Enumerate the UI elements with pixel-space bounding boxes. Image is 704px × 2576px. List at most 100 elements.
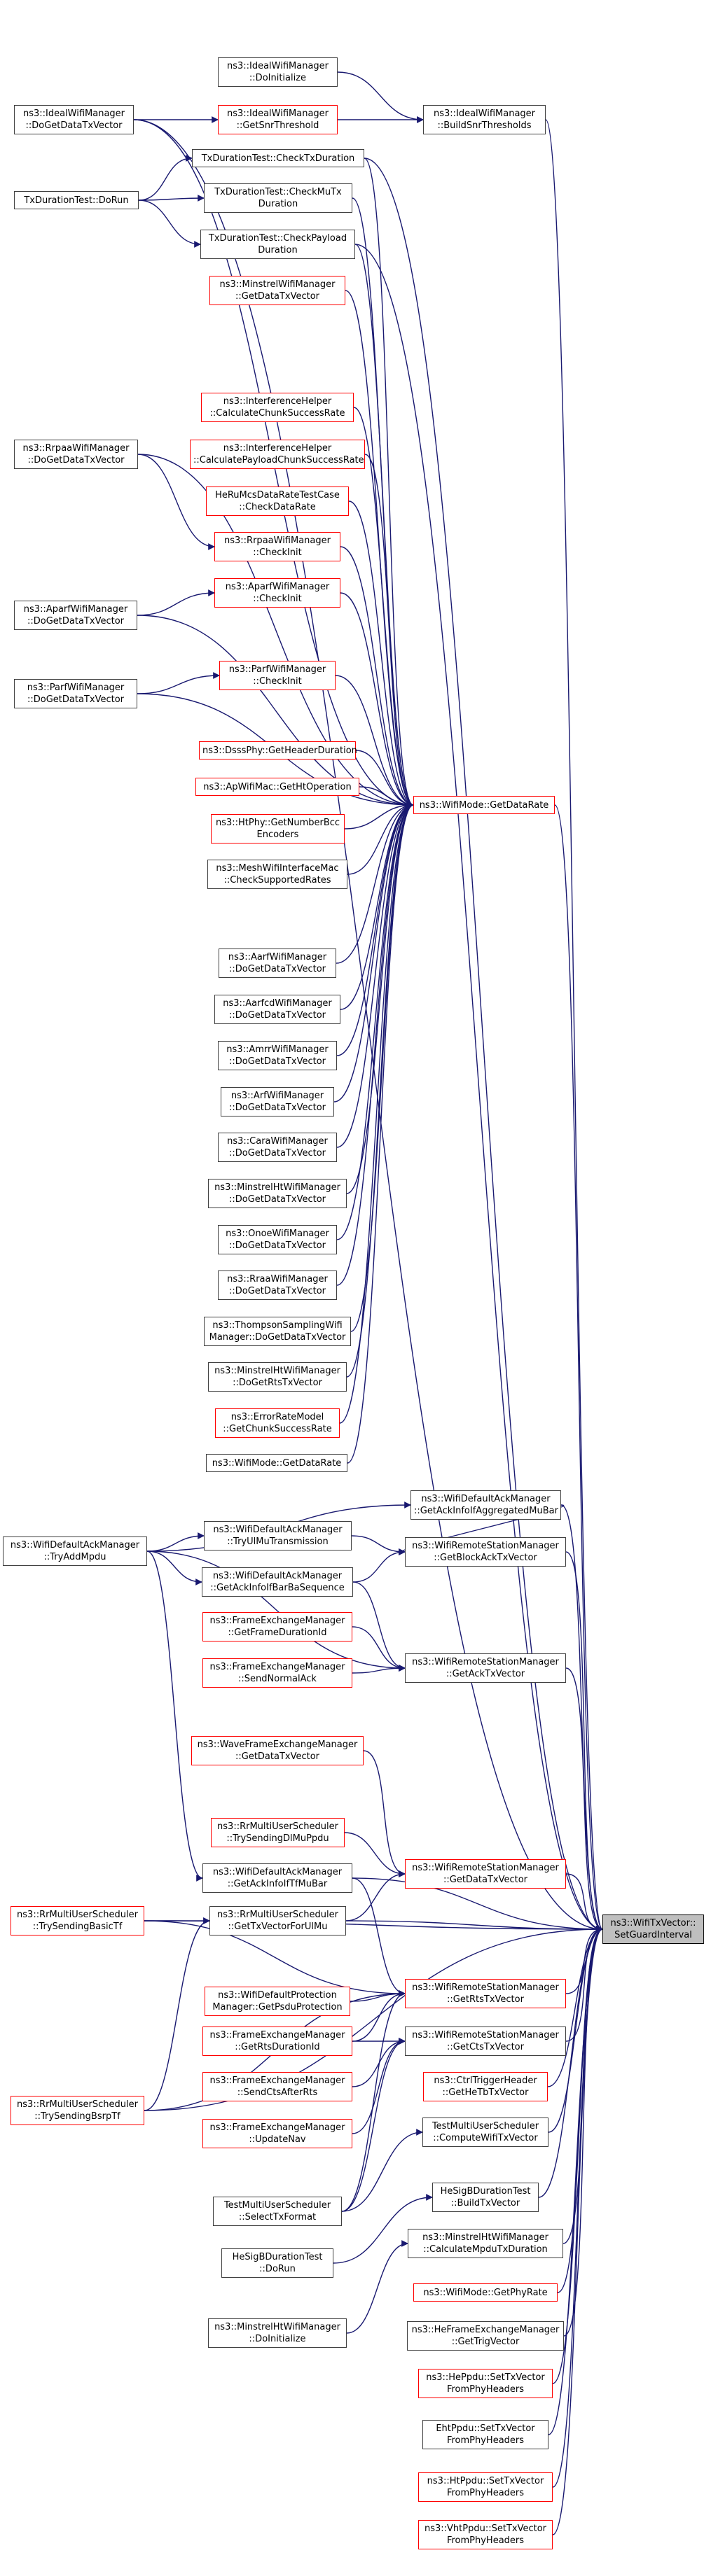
graph-node-rrmus-trydlmu[interactable]: ns3::RrMultiUserScheduler::TrySendingDlM… bbox=[211, 1818, 345, 1847]
graph-node-wifimode-getdatarate[interactable]: ns3::WifiMode::GetDataRate bbox=[413, 796, 555, 814]
node-label-line: ::TrySendingBasicTf bbox=[32, 1921, 123, 1932]
graph-node-minstrelht-calcmpdu[interactable]: ns3::MinstrelHtWifiManager::CalculateMpd… bbox=[408, 2229, 563, 2258]
node-label-line: ns3::ParfWifiManager bbox=[27, 682, 125, 693]
graph-node-rrmus-trybasictf[interactable]: ns3::RrMultiUserScheduler::TrySendingBas… bbox=[11, 1906, 144, 1935]
graph-node-herumcs[interactable]: HeRuMcsDataRateTestCase::CheckDataRate bbox=[206, 486, 349, 516]
call-edge bbox=[146, 1532, 205, 1552]
node-label-line: ns3::AmrrWifiManager bbox=[226, 1044, 329, 1055]
node-label-line: ns3::RrpaaWifiManager bbox=[224, 536, 331, 546]
node-label-line: ::DoGetDataTxVector bbox=[229, 964, 326, 974]
graph-node-aparf-checkinit[interactable]: ns3::AparfWifiManager::CheckInit bbox=[214, 578, 340, 608]
node-label-line: TestMultiUserScheduler bbox=[223, 2200, 331, 2211]
graph-node-rsm-getcts[interactable]: ns3::WifiRemoteStationManager::GetCtsTxV… bbox=[405, 2026, 566, 2056]
call-edge bbox=[138, 200, 201, 248]
graph-node-txdur-dorun[interactable]: TxDurationTest::DoRun bbox=[14, 191, 139, 209]
graph-node-cara-dogetdata[interactable]: ns3::CaraWifiManager::DoGetDataTxVector bbox=[218, 1133, 337, 1162]
graph-node-apwifi-getht[interactable]: ns3::ApWifiMac::GetHtOperation bbox=[195, 778, 359, 796]
graph-node-testmus-compute[interactable]: TestMultiUserScheduler::ComputeWifiTxVec… bbox=[422, 2118, 548, 2147]
graph-node-ideal-doinit[interactable]: ns3::IdealWifiManager::DoInitialize bbox=[218, 57, 338, 87]
graph-node-testmus-selectfmt[interactable]: TestMultiUserScheduler::SelectTxFormat bbox=[213, 2197, 342, 2226]
graph-node-rrmus-gettxvecul[interactable]: ns3::RrMultiUserScheduler::GetTxVectorFo… bbox=[209, 1906, 346, 1935]
node-label-line: ::GetRtsTxVector bbox=[447, 1994, 524, 2005]
graph-node-defack-tryul[interactable]: ns3::WifiDefaultAckManager::TryUlMuTrans… bbox=[204, 1521, 352, 1550]
graph-node-hesigb-dorun[interactable]: HeSigBDurationTest::DoRun bbox=[221, 2248, 333, 2278]
graph-node-parf-dogetdata[interactable]: ns3::ParfWifiManager::DoGetDataTxVector bbox=[14, 679, 137, 708]
graph-node-rsm-getblockack[interactable]: ns3::WifiRemoteStationManager::GetBlockA… bbox=[405, 1537, 566, 1567]
call-edge bbox=[352, 1665, 406, 1674]
graph-node-txdur-check[interactable]: TxDurationTest::CheckTxDuration bbox=[192, 149, 364, 167]
node-label-line: ::DoGetDataTxVector bbox=[27, 455, 125, 465]
graph-node-defack-getackinfotf[interactable]: ns3::WifiDefaultAckManager::GetAckInfoIf… bbox=[202, 1863, 352, 1893]
graph-node-ideal-buildsnr[interactable]: ns3::IdealWifiManager::BuildSnrThreshold… bbox=[423, 105, 546, 134]
graph-node-arf-dogetdata[interactable]: ns3::ArfWifiManager::DoGetDataTxVector bbox=[221, 1087, 334, 1116]
node-label-line: ns3::RrMultiUserScheduler bbox=[17, 1910, 138, 1920]
graph-node-rraa-dogetdata[interactable]: ns3::RraaWifiManager::DoGetDataTxVector bbox=[218, 1270, 337, 1300]
node-label-line: ns3::WifiDefaultAckManager bbox=[10, 1540, 140, 1550]
graph-node-ctrltrig-getheTb[interactable]: ns3::CtrlTriggerHeader::GetHeTbTxVector bbox=[423, 2072, 548, 2101]
node-label-line: ns3::FrameExchangeManager bbox=[209, 2122, 345, 2133]
graph-node-errrate-chunk[interactable]: ns3::ErrorRateModel::GetChunkSuccessRate bbox=[215, 1408, 340, 1438]
graph-node-rsm-getack[interactable]: ns3::WifiRemoteStationManager::GetAckTxV… bbox=[405, 1653, 566, 1683]
graph-node-fem-getrtsdur[interactable]: ns3::FrameExchangeManager::GetRtsDuratio… bbox=[202, 2026, 352, 2056]
node-label-line: ns3::WifiRemoteStationManager bbox=[412, 1982, 559, 1993]
graph-node-interf-chunk[interactable]: ns3::InterferenceHelper::CalculateChunkS… bbox=[201, 393, 354, 422]
graph-node-minstrelht-dogetrts[interactable]: ns3::MinstrelHtWifiManager::DoGetRtsTxVe… bbox=[208, 1362, 347, 1392]
node-label-line: ns3::ParfWifiManager bbox=[228, 664, 326, 675]
graph-node-hesigb-build[interactable]: HeSigBDurationTest::BuildTxVector bbox=[432, 2183, 539, 2212]
graph-node-dsss-header[interactable]: ns3::DsssPhy::GetHeaderDuration bbox=[199, 741, 357, 760]
node-label-line: ns3::AparfWifiManager bbox=[225, 582, 330, 592]
graph-node-rrmus-trybsrp[interactable]: ns3::RrMultiUserScheduler::TrySendingBsr… bbox=[11, 2096, 144, 2125]
graph-node-rrpaa-dogetdata[interactable]: ns3::RrpaaWifiManager::DoGetDataTxVector bbox=[14, 440, 138, 469]
graph-node-fem-sendcts[interactable]: ns3::FrameExchangeManager::SendCtsAfterR… bbox=[202, 2072, 352, 2101]
graph-node-defack-getackinfobar[interactable]: ns3::WifiDefaultAckManager::GetAckInfoIf… bbox=[202, 1567, 353, 1597]
graph-node-target[interactable]: ns3::WifiTxVector::SetGuardInterval bbox=[602, 1914, 704, 1944]
graph-node-defack-getackinfoagg[interactable]: ns3::WifiDefaultAckManager::GetAckInfoIf… bbox=[410, 1490, 561, 1520]
node-label-line: ::GetDataTxVector bbox=[443, 1875, 528, 1885]
graph-node-fem-updatenav[interactable]: ns3::FrameExchangeManager::UpdateNav bbox=[202, 2119, 352, 2148]
graph-node-defack-tryadd[interactable]: ns3::WifiDefaultAckManager::TryAddMpdu bbox=[3, 1536, 147, 1566]
graph-node-minstrelht-doinit[interactable]: ns3::MinstrelHtWifiManager::DoInitialize bbox=[208, 2318, 347, 2348]
graph-node-interf-payload[interactable]: ns3::InterferenceHelper::CalculatePayloa… bbox=[190, 440, 365, 469]
node-label-line: ns3::RraaWifiManager bbox=[227, 1274, 328, 1284]
call-edge bbox=[363, 1750, 406, 1877]
graph-node-parf-checkinit[interactable]: ns3::ParfWifiManager::CheckInit bbox=[219, 661, 336, 690]
graph-node-fem-getframedur[interactable]: ns3::FrameExchangeManager::GetFrameDurat… bbox=[202, 1612, 352, 1642]
graph-node-minstrel-getdata[interactable]: ns3::MinstrelWifiManager::GetDataTxVecto… bbox=[209, 276, 345, 305]
graph-node-ideal-dogetdata[interactable]: ns3::IdealWifiManager::DoGetDataTxVector bbox=[14, 105, 134, 134]
graph-node-rrpaa-checkinit[interactable]: ns3::RrpaaWifiManager::CheckInit bbox=[214, 532, 340, 561]
graph-node-wavefem-getdata[interactable]: ns3::WaveFrameExchangeManager::GetDataTx… bbox=[191, 1736, 364, 1765]
call-edge bbox=[340, 546, 414, 808]
graph-node-mesh-checksupp[interactable]: ns3::MeshWifiInterfaceMac::CheckSupporte… bbox=[207, 860, 347, 889]
node-label-line: ::SendCtsAfterRts bbox=[237, 2087, 318, 2098]
graph-node-aarf-dogetdata[interactable]: ns3::AarfWifiManager::DoGetDataTxVector bbox=[219, 948, 336, 978]
node-label-line: ns3::FrameExchangeManager bbox=[209, 1662, 345, 1672]
graph-node-aarfcd-dogetdata[interactable]: ns3::AarfcdWifiManager::DoGetDataTxVecto… bbox=[214, 995, 340, 1024]
call-edge bbox=[344, 802, 414, 830]
call-edge bbox=[138, 155, 193, 201]
node-label-line: ns3::MinstrelHtWifiManager bbox=[422, 2232, 548, 2243]
graph-node-fem-sendnormalack[interactable]: ns3::FrameExchangeManager::SendNormalAck bbox=[202, 1658, 352, 1688]
graph-node-minstrelht-dogetdata[interactable]: ns3::MinstrelHtWifiManager::DoGetDataTxV… bbox=[208, 1179, 347, 1208]
graph-node-onoe-dogetdata[interactable]: ns3::OnoeWifiManager::DoGetDataTxVector bbox=[218, 1225, 337, 1254]
graph-node-rsm-getdata[interactable]: ns3::WifiRemoteStationManager::GetDataTx… bbox=[405, 1859, 566, 1889]
graph-node-aparf-dogetdata[interactable]: ns3::AparfWifiManager::DoGetDataTxVector bbox=[14, 601, 137, 630]
node-label-line: ::GetAckTxVector bbox=[446, 1669, 525, 1679]
call-edge bbox=[333, 802, 414, 1102]
graph-node-ideal-getsnr[interactable]: ns3::IdealWifiManager::GetSnrThreshold bbox=[218, 105, 338, 134]
graph-node-amrr-dogetdata[interactable]: ns3::AmrrWifiManager::DoGetDataTxVector bbox=[218, 1041, 337, 1070]
node-label-line: ns3::WifiDefaultProtection bbox=[218, 1990, 337, 2001]
node-label-line: TxDurationTest::CheckTxDuration bbox=[201, 153, 355, 164]
graph-node-wifimode-getphyrate[interactable]: ns3::WifiMode::GetPhyRate bbox=[413, 2283, 558, 2302]
graph-node-wifimode-getdatarate2[interactable]: ns3::WifiMode::GetDataRate bbox=[206, 1454, 347, 1472]
graph-node-rsm-getrts[interactable]: ns3::WifiRemoteStationManager::GetRtsTxV… bbox=[405, 1979, 566, 2008]
graph-node-hefem-gettrig[interactable]: ns3::HeFrameExchangeManager::GetTrigVect… bbox=[407, 2321, 564, 2351]
